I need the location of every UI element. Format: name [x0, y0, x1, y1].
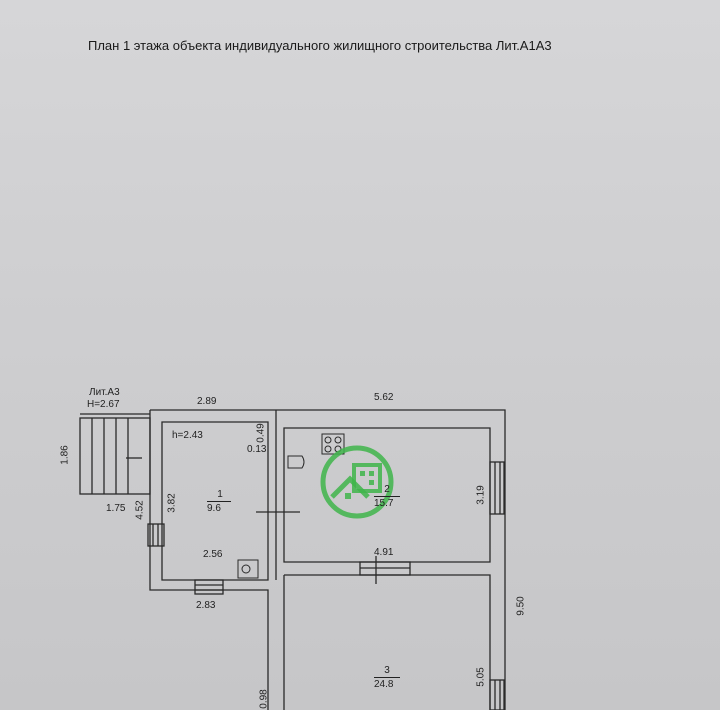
annex-height: H=2.67 — [87, 399, 120, 410]
dim-4-52: 4.52 — [134, 500, 146, 520]
dim-9-50: 9.50 — [515, 596, 527, 616]
page-title: План 1 этажа объекта индивидуального жил… — [88, 38, 552, 53]
room-3-outline — [283, 574, 491, 710]
window-room3 — [489, 679, 505, 710]
dim-0-13: 0.13 — [247, 444, 267, 455]
window-room2 — [489, 461, 505, 515]
dim-3-82: 3.82 — [166, 493, 178, 513]
outer-wall-top-right — [150, 409, 506, 710]
dim-4-91: 4.91 — [374, 547, 394, 558]
annex-name: Лит.А3 — [89, 387, 120, 398]
house-logo-icon — [320, 445, 394, 519]
dim-5-62: 5.62 — [374, 392, 394, 403]
door-room1 — [194, 579, 224, 595]
dim-3-19: 3.19 — [475, 485, 487, 505]
dim-0-98: 0.98 — [258, 689, 270, 709]
dim-1-86: 1.86 — [59, 445, 71, 465]
stove-icon — [321, 433, 345, 455]
dim-2-83: 2.83 — [196, 600, 216, 611]
dim-5-05: 5.05 — [475, 667, 487, 687]
boiler-icon — [237, 559, 259, 579]
room-2-area: 15.7 — [374, 498, 394, 509]
room-3-area: 24.8 — [374, 679, 394, 690]
room-1-area: 9.6 — [207, 503, 221, 514]
room-1-outline — [161, 421, 269, 581]
sink-icon — [287, 455, 305, 469]
room-3-number: 3 — [384, 665, 390, 676]
annex-outline — [79, 417, 151, 495]
ceiling-height: h=2.43 — [172, 430, 203, 441]
room-2-number: 2 — [384, 484, 390, 495]
dim-2-89: 2.89 — [197, 396, 217, 407]
dim-2-56: 2.56 — [203, 549, 223, 560]
dim-1-75: 1.75 — [106, 503, 126, 514]
room-1-number: 1 — [217, 489, 223, 500]
room-2-outline — [283, 427, 491, 563]
dim-0-49: 0.49 — [255, 423, 267, 443]
window-room1 — [147, 523, 165, 547]
